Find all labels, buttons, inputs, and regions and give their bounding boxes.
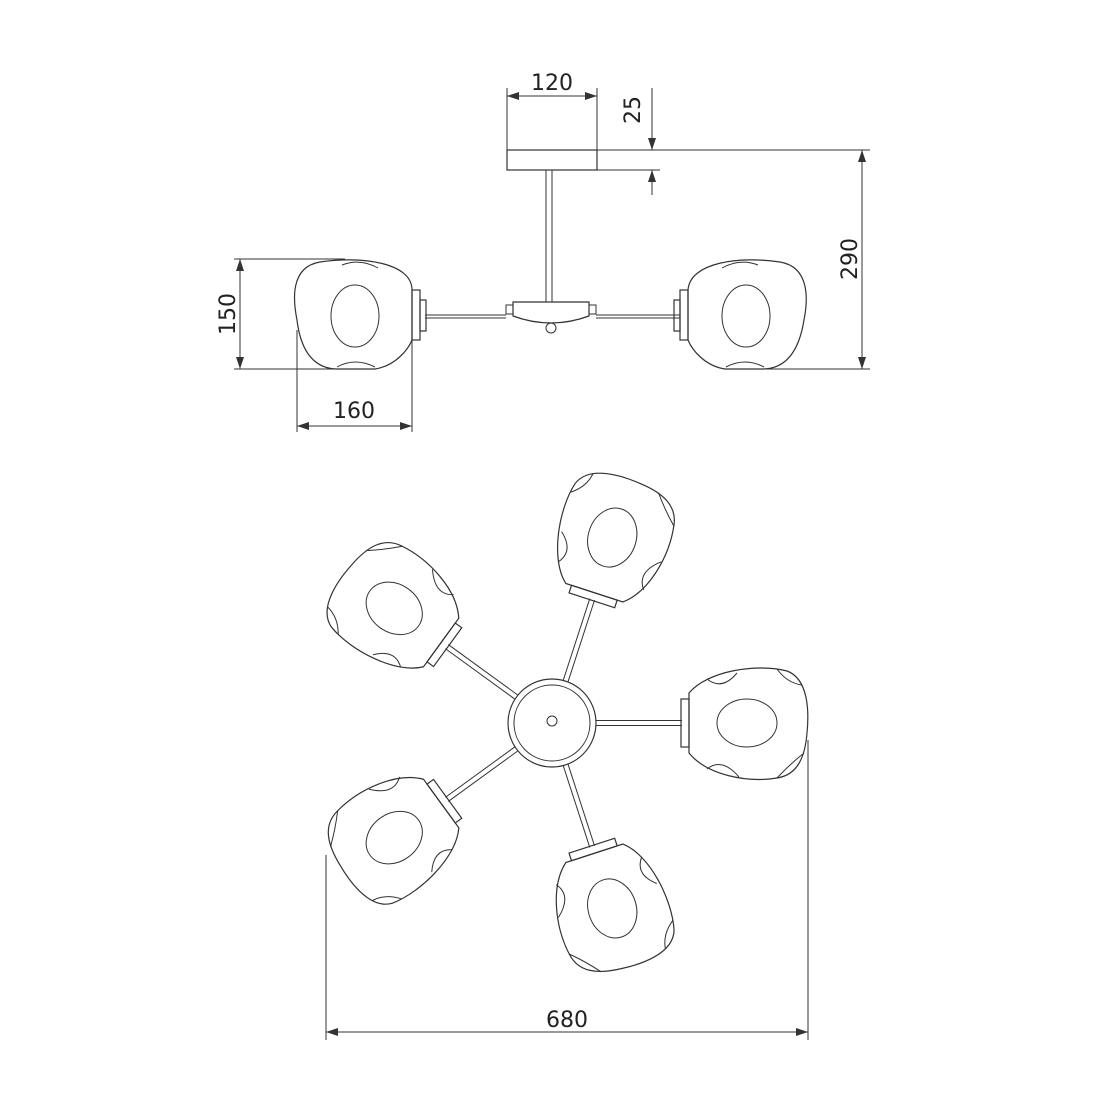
shade-top-1	[680, 667, 809, 781]
hub-top-outer	[507, 678, 597, 768]
shade-top-4	[326, 542, 463, 669]
dim-canopy-width: 120	[531, 71, 573, 96]
side-view: 120 25 290 150 160	[216, 71, 870, 432]
shade-top-3	[327, 776, 463, 905]
shade-top-5	[556, 472, 675, 609]
dim-total-height: 290	[838, 238, 863, 280]
shade-side-right	[673, 259, 807, 370]
shade-side-left	[293, 259, 427, 370]
canopy	[506, 149, 598, 171]
top-view: 680	[325, 472, 809, 1040]
dim-shade-height: 150	[216, 293, 241, 335]
dim-canopy-height: 25	[621, 96, 646, 124]
hub-top-center	[546, 715, 558, 727]
shade-top-2	[555, 837, 675, 973]
dim-shade-width: 160	[333, 399, 375, 424]
hub-side	[512, 301, 590, 324]
dim-overall-diameter: 680	[546, 1008, 588, 1033]
